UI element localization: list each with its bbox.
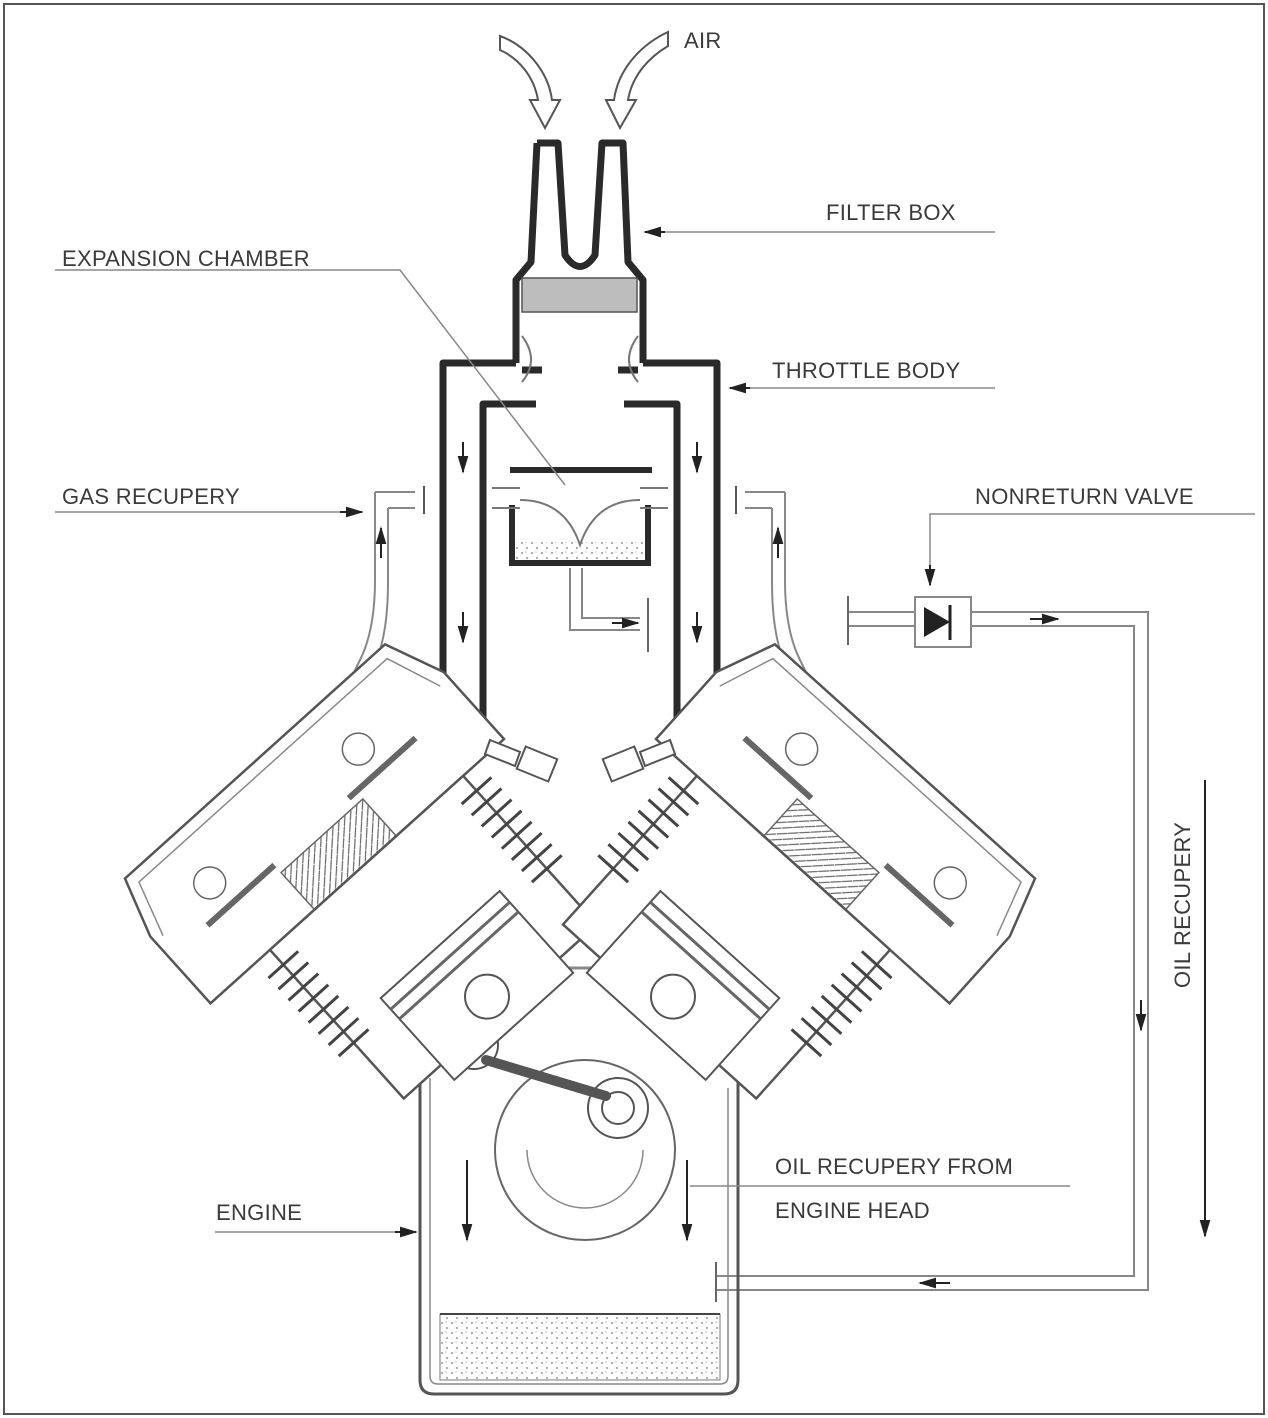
label-oil-recupery: OIL RECUPERY: [1170, 822, 1195, 988]
label-air: AIR: [684, 28, 722, 53]
filter-box: [512, 139, 647, 363]
nonreturn-valve: [847, 596, 972, 648]
diagram-frame: [3, 3, 1265, 1415]
air-intake-arrows: [499, 30, 669, 131]
label-engine-head: ENGINE HEAD: [775, 1198, 930, 1223]
oil-return-arrows: [918, 613, 1211, 1289]
label-engine: ENGINE: [216, 1200, 302, 1225]
label-expansion-chamber: EXPANSION CHAMBER: [62, 246, 310, 271]
manifold-flow-arrows: [457, 442, 703, 644]
filter-element: [521, 277, 638, 313]
expansion-chamber: [492, 467, 668, 652]
left-cylinder: [123, 642, 599, 1101]
label-oil-recupery-from: OIL RECUPERY FROM: [775, 1154, 1013, 1179]
crankcase-arrows: [461, 1160, 693, 1242]
label-gas-recupery: GAS RECUPERY: [62, 484, 240, 509]
throttle-valves: [521, 335, 639, 383]
leader-arrows: [340, 226, 936, 1238]
right-cylinder: [561, 642, 1037, 1101]
label-nonreturn-valve: NONRETURN VALVE: [975, 484, 1194, 509]
label-throttle-body: THROTTLE BODY: [772, 358, 960, 383]
leader-lines: [55, 231, 1255, 1233]
spark-plugs: [483, 738, 677, 783]
oil-return-line: [715, 611, 1149, 1302]
label-filter-box: FILTER BOX: [826, 200, 956, 225]
